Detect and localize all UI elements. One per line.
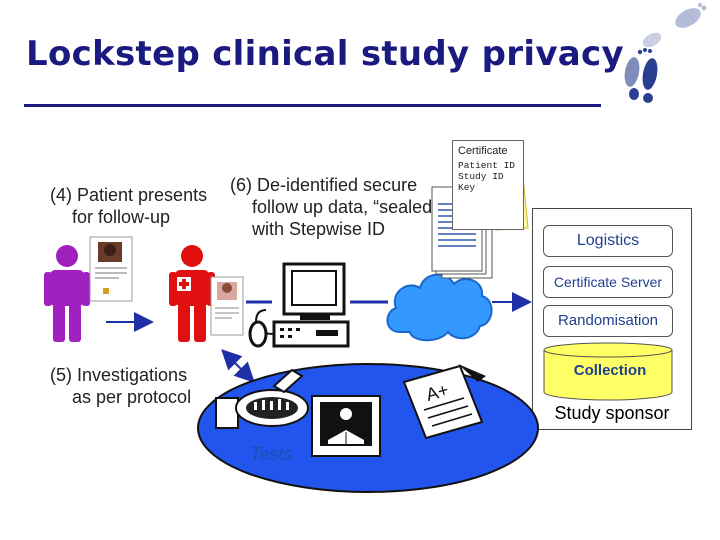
study-sponsor-label: Study sponsor: [554, 403, 670, 423]
collection-label: Collection: [573, 362, 647, 379]
lab-equipment-icon: [215, 368, 309, 429]
patient-figure-icon: [44, 245, 90, 342]
grade-paper-icon: A+: [402, 364, 486, 440]
step4-line2: for follow-up: [72, 207, 171, 227]
certificate-study-id: Study ID: [458, 171, 504, 182]
badge-icon: [210, 276, 244, 336]
step6-line2: follow up data, “sealed”: [252, 197, 439, 217]
clinician-to-tests-arrow: [221, 349, 255, 383]
step6-line1: (6) De-identified secure: [230, 175, 418, 195]
collection-cylinder: [543, 342, 673, 401]
cloud-icon: [386, 273, 493, 342]
certificate-patient-id: Patient ID: [458, 160, 516, 171]
step4-caption: (4) Patient presents for follow-up: [50, 184, 207, 228]
randomisation-pill: Randomisation: [543, 305, 673, 337]
step4-line1: (4) Patient presents: [50, 185, 208, 205]
step6-line3: with Stepwise ID: [252, 219, 386, 239]
certificate-card: [452, 140, 524, 230]
logistics-pill: Logistics: [543, 225, 673, 257]
step5-line2: as per protocol: [72, 387, 192, 407]
certificate-fields: Patient ID Study ID Key: [458, 160, 515, 193]
slide-title: Lockstep clinical study privacy: [26, 34, 624, 74]
footprints-icon: [624, 3, 707, 103]
computer-icon: [248, 262, 350, 348]
step5-line1: (5) Investigations: [50, 365, 188, 385]
title-underline: [24, 104, 601, 107]
tests-label: Tests: [250, 444, 293, 464]
step5-caption: (5) Investigations as per protocol: [50, 364, 191, 408]
step6-caption: (6) De-identified secure follow up data,…: [230, 174, 438, 240]
certificate-key: Key: [458, 182, 476, 193]
certificate-server-pill: Certificate Server: [543, 266, 673, 298]
certificate-title: Certificate: [458, 145, 508, 157]
reader-monitor-icon: [311, 395, 381, 457]
id-card-icon: [89, 236, 133, 302]
